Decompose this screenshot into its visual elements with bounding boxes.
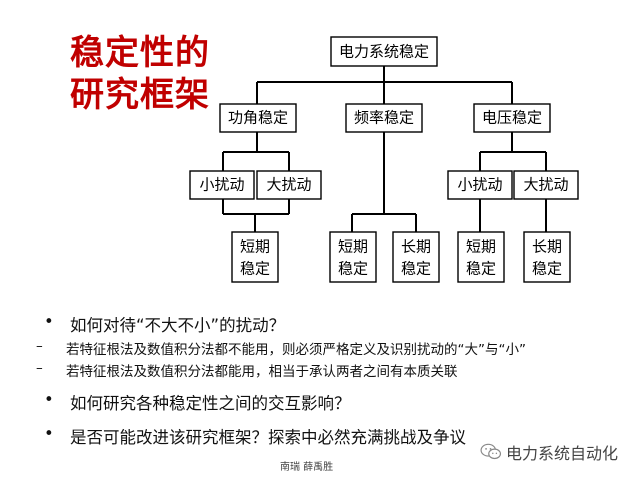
sub-bullet-marker: – [36,360,43,376]
node-angle-small-label: 小扰动 [199,176,244,194]
title-line-1: 稳定性的 [70,33,210,73]
node-voltage-long-term: 长期 稳定 [523,231,571,283]
node-angle-small: 小扰动 [189,170,255,200]
bullet-item: • 如何研究各种稳定性之间的交互影响？ [44,390,634,414]
node-rotor-angle-label: 功角稳定 [228,109,288,127]
node-voltage: 电压稳定 [473,103,551,133]
sub-bullet-text: 若特征根法及数值积分法都不能用，则必须严格定义及识别扰动的“大”与“小” [66,342,526,358]
node-voltage-short-term: 短期 稳定 [457,231,505,283]
node-voltage-long-term-line1: 长期 [532,238,562,256]
node-frequency-label: 频率稳定 [354,109,414,127]
sub-bullet-text: 若特征根法及数值积分法都能用，相当于承认两者之间有本质关联 [66,364,458,380]
node-angle-large: 大扰动 [256,170,322,200]
node-frequency-short-term-line2: 稳定 [338,260,368,278]
node-voltage-small-label: 小扰动 [457,176,502,194]
node-voltage-large: 大扰动 [513,170,579,200]
bullet-item: • 是否可能改进该研究框架？探索中必然充满挑战及争议 [44,424,634,448]
node-rotor-angle: 功角稳定 [219,103,297,133]
node-frequency-short-term-line1: 短期 [338,238,368,256]
node-voltage-small: 小扰动 [447,170,513,200]
bullet-item: • 如何对待“不大不小”的扰动？ [44,312,634,336]
title-line-2: 研究框架 [70,75,210,115]
bullet-marker: • [44,424,54,443]
node-voltage-label: 电压稳定 [482,109,542,127]
bullet-text: 是否可能改进该研究框架？探索中必然充满挑战及争议 [70,428,466,447]
wechat-watermark: 电力系统自动化 [480,440,618,464]
slide-footer: 南瑞 薛禹胜 [280,462,334,473]
node-root-label: 电力系统稳定 [339,43,429,61]
node-voltage-short-term-line1: 短期 [466,238,496,256]
node-root: 电力系统稳定 [330,36,438,67]
node-angle-large-label: 大扰动 [266,176,311,194]
bullet-marker: • [44,390,54,409]
sub-bullet-item: – 若特征根法及数值积分法都不能用，则必须严格定义及识别扰动的“大”与“小” [36,338,634,358]
node-voltage-long-term-line2: 稳定 [532,260,562,278]
node-frequency-long-term: 长期 稳定 [392,231,440,283]
bullet-marker: • [44,312,54,331]
watermark-text: 电力系统自动化 [506,444,619,463]
node-frequency: 频率稳定 [345,103,423,133]
bullet-text: 如何研究各种稳定性之间的交互影响？ [70,394,351,413]
node-voltage-short-term-line2: 稳定 [466,260,496,278]
node-angle-short-term-line1: 短期 [240,238,270,256]
node-angle-short-term: 短期 稳定 [231,231,279,283]
node-angle-short-term-line2: 稳定 [240,260,270,278]
node-frequency-short-term: 短期 稳定 [329,231,377,283]
sub-bullet-item: – 若特征根法及数值积分法都能用，相当于承认两者之间有本质关联 [36,360,634,380]
sub-bullet-marker: – [36,338,43,354]
node-voltage-large-label: 大扰动 [523,176,568,194]
wechat-icon [480,443,502,460]
node-frequency-long-term-line2: 稳定 [401,260,431,278]
slide-title: 稳定性的 研究框架 [70,32,210,116]
node-frequency-long-term-line1: 长期 [401,238,431,256]
bullet-list: • 如何对待“不大不小”的扰动？ – 若特征根法及数值积分法都不能用，则必须严格… [36,312,634,450]
connectors [222,66,547,232]
stability-framework-diagram: 电力系统稳定 功角稳定 频率稳定 电压稳定 小扰动 大扰动 小扰动 大扰动 短期… [189,36,579,283]
bullet-text: 如何对待“不大不小”的扰动？ [70,316,286,335]
